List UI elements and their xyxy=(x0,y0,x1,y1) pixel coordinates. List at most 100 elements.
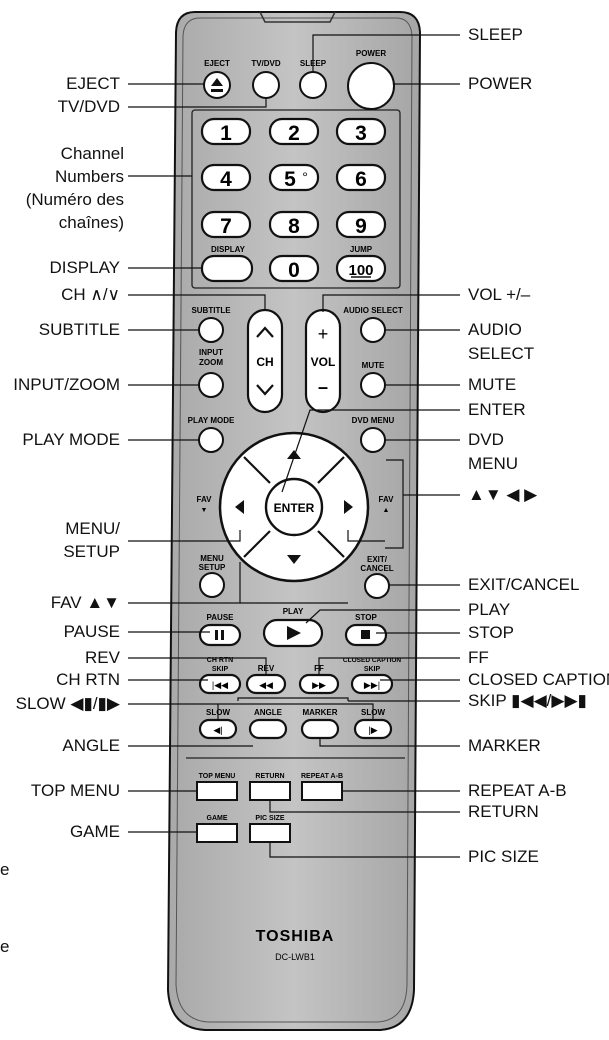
input-zoom-button[interactable] xyxy=(198,372,224,398)
margin-text-2: e xyxy=(0,937,10,956)
number-key-5[interactable]: 5° xyxy=(268,163,320,192)
angle-key-label: ANGLE xyxy=(254,708,283,717)
rev-icon: ◀◀ xyxy=(259,680,273,690)
eject-key-label: EJECT xyxy=(204,59,230,68)
mute-button[interactable] xyxy=(360,372,386,398)
callout-marker: MARKER xyxy=(468,736,541,755)
skip-back-icon: |◀◀ xyxy=(212,680,228,690)
vol-plus-label: + xyxy=(318,324,329,344)
skip-forward-button[interactable]: ▶▶| xyxy=(350,673,394,695)
jump-100-label: 100 xyxy=(348,262,373,279)
pic-size-button[interactable] xyxy=(249,823,291,843)
jump-key-label: JUMP xyxy=(350,245,373,254)
callout-return: RETURN xyxy=(468,802,539,821)
audio-select-key-label: AUDIO SELECT xyxy=(343,306,403,315)
number-key-0[interactable]: 0 xyxy=(268,254,320,283)
number-key-8[interactable]: 8 xyxy=(268,210,320,239)
arrow-up-icon xyxy=(287,450,301,459)
return-button[interactable] xyxy=(249,781,291,801)
margin-text-1: e xyxy=(0,860,10,879)
model-number: DC-LWB1 xyxy=(275,952,315,962)
number-key-3-label: 3 xyxy=(355,122,367,145)
callout-sleep: SLEEP xyxy=(468,25,523,44)
number-key-4[interactable]: 4 xyxy=(200,163,252,192)
slow-forward-icon: |▶ xyxy=(368,725,377,735)
jump-100-button[interactable]: 100 xyxy=(335,254,387,283)
pause-button[interactable] xyxy=(198,623,242,647)
callout-pic-size: PIC SIZE xyxy=(468,847,539,866)
subtitle-key-label: SUBTITLE xyxy=(191,306,231,315)
marker-key-label: MARKER xyxy=(302,708,337,717)
number-key-6-label: 6 xyxy=(355,168,367,191)
slow-back-icon: ◀| xyxy=(213,725,222,735)
callout-stop: STOP xyxy=(468,623,514,642)
callout-menu-setup: MENU/ SETUP xyxy=(63,519,120,561)
power-button[interactable] xyxy=(347,62,395,110)
callout-dvd-menu: DVD MENU xyxy=(468,430,519,473)
top-menu-button[interactable] xyxy=(196,781,238,801)
tv-dvd-button[interactable] xyxy=(252,71,280,99)
callout-play: PLAY xyxy=(468,600,511,619)
callout-ch-rtn: CH RTN xyxy=(56,670,120,689)
top-menu-key-label: TOP MENU xyxy=(199,773,236,780)
input-key-label: INPUT xyxy=(199,348,223,357)
exit-key-label: EXIT/ xyxy=(367,555,388,564)
callout-subtitle: SUBTITLE xyxy=(38,320,120,339)
ff-icon: ▶▶ xyxy=(312,680,326,690)
callout-vol: VOL +/– xyxy=(468,285,531,304)
dvd-menu-button[interactable] xyxy=(360,427,386,453)
rev-button[interactable]: ◀◀ xyxy=(245,673,287,695)
callout-closed-caption: CLOSED CAPTION xyxy=(468,670,609,689)
callout-play-mode: PLAY MODE xyxy=(22,430,120,449)
callout-ff: FF xyxy=(468,648,489,667)
callout-angle: ANGLE xyxy=(62,736,120,755)
ch-rtn-key-label: CH RTN xyxy=(207,657,233,664)
ch-key-label: CH xyxy=(256,355,273,369)
callout-ch: CH ∧/∨ xyxy=(61,285,120,304)
fav-left-label: FAV xyxy=(197,495,213,504)
stop-button[interactable] xyxy=(344,623,388,647)
slow-back-button[interactable]: ◀| xyxy=(198,718,238,740)
play-mode-key-label: PLAY MODE xyxy=(188,416,235,425)
skip-back-button[interactable]: |◀◀ xyxy=(198,673,242,695)
repeat-ab-key-label: REPEAT A-B xyxy=(301,773,343,780)
eject-button[interactable] xyxy=(203,71,231,99)
angle-button[interactable] xyxy=(248,718,288,740)
subtitle-button[interactable] xyxy=(198,317,224,343)
menu-setup-button[interactable] xyxy=(199,572,225,598)
number-key-7[interactable]: 7 xyxy=(200,210,252,239)
enter-button[interactable] xyxy=(264,477,324,537)
number-key-3[interactable]: 3 xyxy=(335,117,387,146)
slow-forward-button[interactable]: |▶ xyxy=(353,718,393,740)
audio-select-button[interactable] xyxy=(360,317,386,343)
arrow-right-icon xyxy=(344,500,353,514)
menu-key-label: MENU xyxy=(200,554,224,563)
setup-key-label: SETUP xyxy=(199,563,226,572)
play-mode-button[interactable] xyxy=(198,427,224,453)
ff-button[interactable]: ▶▶ xyxy=(298,673,340,695)
number-key-8-label: 8 xyxy=(288,215,300,238)
number-key-9[interactable]: 9 xyxy=(335,210,387,239)
arrow-left-icon xyxy=(235,500,244,514)
marker-button[interactable] xyxy=(300,718,340,740)
number-key-1[interactable]: 1 xyxy=(200,117,252,146)
exit-cancel-button[interactable] xyxy=(364,573,390,599)
skip-right-key-label: SKIP xyxy=(364,666,381,673)
number-key-6[interactable]: 6 xyxy=(335,163,387,192)
stop-key-label: STOP xyxy=(355,613,377,622)
number-key-1-label: 1 xyxy=(220,122,232,145)
callout-input-zoom: INPUT/ZOOM xyxy=(13,375,120,394)
callout-exit-cancel: EXIT/CANCEL xyxy=(468,575,580,594)
fav-up-icon: ▲ xyxy=(383,507,390,514)
number-key-5-dot: ° xyxy=(302,169,308,185)
sleep-button[interactable] xyxy=(299,71,327,99)
callout-tvdvd: TV/DVD xyxy=(57,97,120,116)
play-button[interactable] xyxy=(262,618,324,648)
number-key-2[interactable]: 2 xyxy=(268,117,320,146)
number-key-0-label: 0 xyxy=(288,259,300,282)
display-button[interactable] xyxy=(200,254,254,283)
number-key-9-label: 9 xyxy=(355,215,367,238)
game-button[interactable] xyxy=(196,823,238,843)
repeat-ab-button[interactable] xyxy=(301,781,343,801)
zoom-key-label: ZOOM xyxy=(199,358,223,367)
